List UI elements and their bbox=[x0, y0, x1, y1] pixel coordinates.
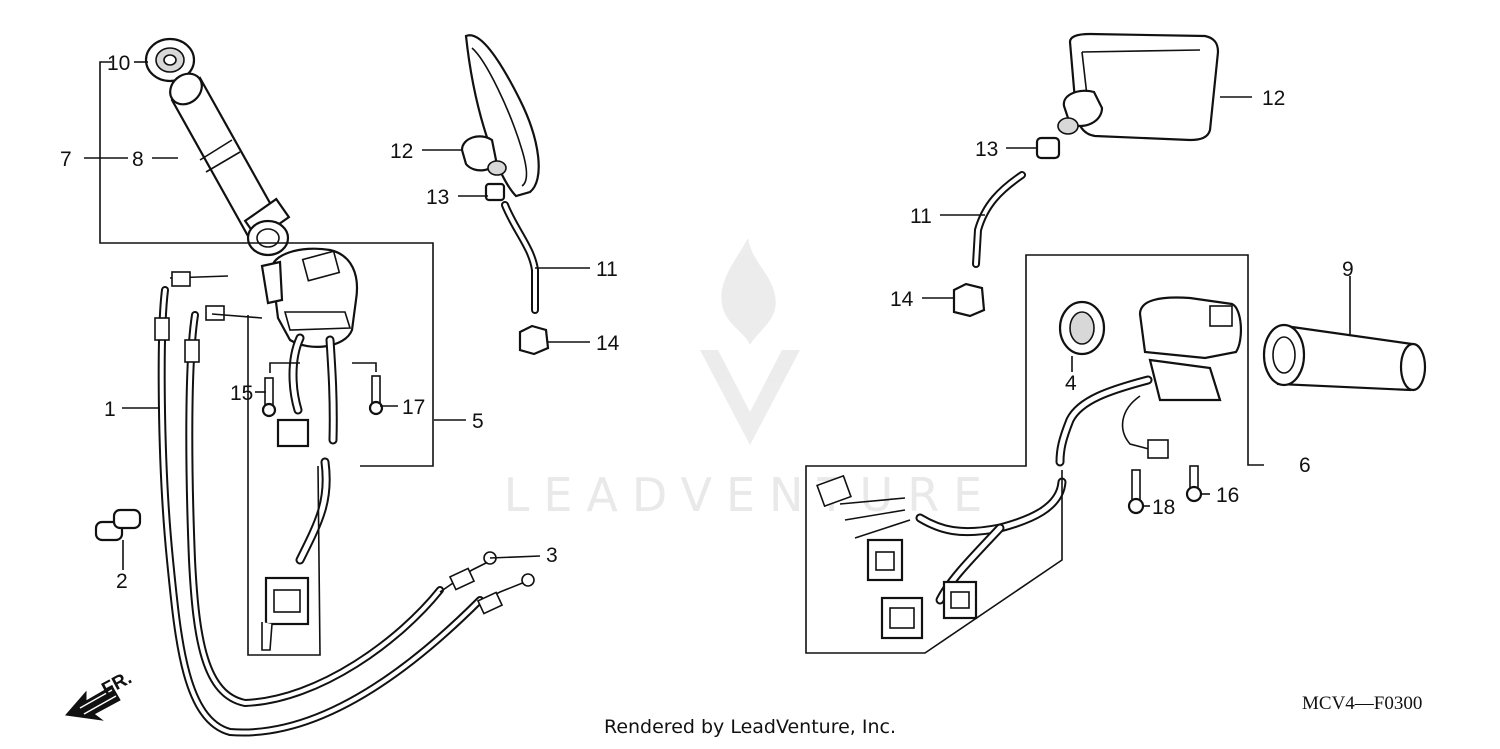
left-mirror bbox=[460, 34, 540, 198]
callout-6: 6 bbox=[1299, 454, 1311, 477]
part-9-right-grip bbox=[1262, 323, 1427, 392]
callout-4: 4 bbox=[1065, 372, 1077, 395]
bracket-15-17 bbox=[269, 362, 377, 373]
callout-11-right: 11 bbox=[910, 205, 932, 228]
screw-16 bbox=[1185, 465, 1203, 503]
right-mirror-nut-14 bbox=[952, 282, 986, 318]
bracket-7 bbox=[99, 61, 434, 467]
callout-16: 16 bbox=[1216, 484, 1239, 507]
left-mirror-nut-14 bbox=[518, 324, 550, 356]
part-4-grommet bbox=[1058, 300, 1106, 356]
left-mirror-nut-13 bbox=[484, 182, 506, 202]
watermark-text: LEADVENTURE bbox=[503, 468, 997, 522]
callout-7: 7 bbox=[60, 148, 72, 171]
callout-14-right: 14 bbox=[890, 288, 914, 311]
right-mirror-stay-11 bbox=[972, 171, 1026, 268]
watermark-logo bbox=[700, 238, 800, 445]
part-8-throttle-grip bbox=[169, 72, 291, 257]
callout-2: 2 bbox=[116, 570, 128, 593]
screw-15 bbox=[261, 377, 277, 418]
leader-lines-left bbox=[84, 61, 590, 570]
callout-13-left: 13 bbox=[426, 186, 449, 209]
left-mirror-stay-11 bbox=[501, 201, 539, 314]
callout-14-left: 14 bbox=[596, 332, 620, 355]
bracket-5 bbox=[247, 315, 321, 656]
callout-5: 5 bbox=[472, 410, 484, 433]
callout-8: 8 bbox=[132, 148, 144, 171]
bracket-6 bbox=[805, 254, 1249, 654]
bracket-6-right bbox=[1247, 355, 1264, 466]
part-5-left-switch bbox=[260, 247, 358, 651]
part-6-right-switch bbox=[816, 296, 1242, 640]
callout-3: 3 bbox=[546, 544, 558, 567]
part-2-cable-clamp bbox=[94, 508, 142, 542]
right-mirror bbox=[1057, 32, 1220, 142]
callout-12-left: 12 bbox=[390, 140, 413, 163]
diagram-code: MCV4—F0300 bbox=[1302, 693, 1423, 714]
callout-18: 18 bbox=[1152, 496, 1175, 519]
callout-9: 9 bbox=[1342, 258, 1354, 281]
right-mirror-nut-13 bbox=[1035, 136, 1061, 160]
leader-lines-right bbox=[922, 96, 1351, 507]
callout-15: 15 bbox=[230, 382, 253, 405]
callout-10: 10 bbox=[107, 52, 130, 75]
footer-credit: Rendered by LeadVenture, Inc. bbox=[603, 716, 897, 738]
callout-17: 17 bbox=[402, 396, 425, 419]
callout-12-right: 12 bbox=[1262, 87, 1285, 110]
callout-11-left: 11 bbox=[596, 258, 618, 281]
front-direction-arrow bbox=[65, 685, 121, 721]
part-1-throttle-cable bbox=[154, 271, 531, 737]
screw-17 bbox=[368, 375, 384, 416]
callout-1: 1 bbox=[104, 398, 116, 421]
part-10-end-cap bbox=[144, 37, 196, 83]
callout-13-right: 13 bbox=[975, 138, 998, 161]
screw-18 bbox=[1127, 469, 1145, 515]
